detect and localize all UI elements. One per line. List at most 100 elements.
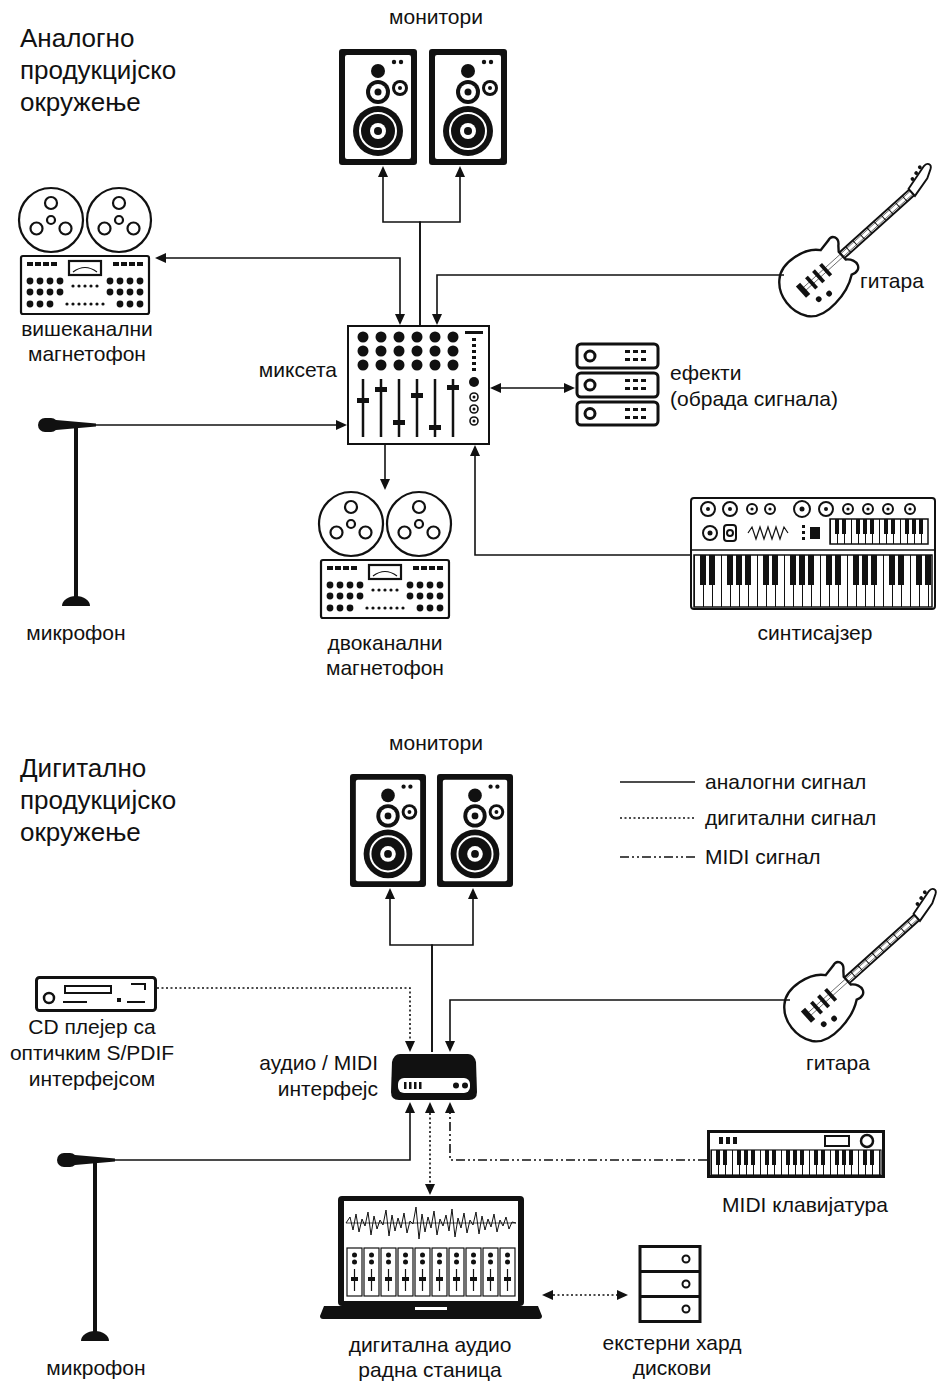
signal-line [390, 899, 432, 1052]
tape-recorder-icon [319, 492, 451, 618]
node-label: гитара [860, 268, 935, 293]
cd-player: CD плејер са оптичким S/PDIF интерфејсом [35, 976, 157, 1012]
midi-keyboard-icon [709, 1132, 884, 1177]
effects-rack-icon [577, 344, 658, 425]
two-track-recorder: двоканални магнетофон [315, 490, 455, 620]
legend-text: MIDI сигнал [705, 844, 935, 869]
legend-sample [620, 817, 695, 819]
label-slot: аналогни сигнал [705, 769, 935, 794]
label-slot: вишеканални магнетофон [2, 316, 172, 366]
speaker-pair: монитори [338, 48, 508, 166]
speaker-icon [429, 49, 507, 165]
connector [542, 1290, 628, 1300]
label-slot: MIDI сигнал [705, 844, 935, 869]
tape-recorder-icon [19, 188, 151, 314]
node-label: (обрада сигнала) [670, 386, 870, 411]
midi-keyboard: MIDI клавијатура [707, 1130, 885, 1178]
legend-text: дигитални сигнал [705, 805, 935, 830]
connector [425, 1102, 435, 1195]
node-label: аудио / MIDI интерфејс [238, 1050, 378, 1102]
label-slot: микрофон [26, 1355, 166, 1380]
label-slot: микрофон [6, 620, 146, 645]
node-label: миксета [225, 357, 337, 382]
signal-line [553, 1294, 617, 1296]
signal-line [437, 275, 784, 314]
arrowhead [395, 314, 405, 325]
synthesizer: синтисајзер [690, 497, 936, 610]
signal-line [450, 1113, 707, 1160]
label-slot: аудио / MIDI интерфејс [238, 1050, 378, 1102]
legend-sample [620, 781, 695, 783]
label-slot: гитара [790, 1050, 886, 1075]
label-slot: дигитална аудио радна станица [335, 1332, 525, 1382]
arrowhead [445, 1041, 455, 1052]
section-heading: Дигитално продукцијско окружење [20, 752, 230, 848]
arrowhead [425, 1184, 435, 1195]
label-slot: двоканални магнетофон [295, 630, 475, 680]
microphone-icon [38, 418, 96, 606]
connector [385, 888, 478, 1052]
node-label: микрофон [6, 620, 146, 645]
signal-line [475, 456, 690, 555]
label-slot: MIDI клавијатура [705, 1192, 905, 1217]
speaker-icon [437, 774, 513, 887]
node-label: MIDI клавијатура [705, 1192, 905, 1217]
arrowhead [378, 166, 388, 177]
node-label: монитори [336, 4, 536, 29]
legend-text: аналогни сигнал [705, 769, 935, 794]
signal-line [157, 988, 410, 1041]
arrowhead [468, 888, 478, 899]
guitar-icon [772, 873, 943, 1052]
label-slot: дигитални сигнал [705, 805, 935, 830]
node-label: монитори [336, 730, 536, 755]
multitrack-recorder: вишеканални магнетофон [15, 186, 155, 316]
node-label: екстерни хард дискови [592, 1330, 752, 1380]
speaker-icon [350, 774, 426, 887]
connector [490, 383, 575, 393]
signal-line [96, 424, 336, 426]
signal-line [115, 1113, 410, 1160]
node-label: микрофон [26, 1355, 166, 1380]
arrowhead [155, 253, 166, 263]
node-label: двоканални магнетофон [295, 630, 475, 680]
guitar: гитара [784, 165, 934, 335]
connector [157, 988, 415, 1052]
arrowhead [564, 383, 575, 393]
node-label: синтисајзер [715, 620, 915, 645]
label-slot: (обрада сигнала) [670, 386, 870, 411]
laptop-daw-icon [320, 1196, 542, 1319]
signal-line [501, 387, 564, 389]
arrowhead [380, 479, 390, 490]
connector [96, 420, 347, 430]
connector [445, 1000, 790, 1052]
label-slot: екстерни хард дискови [592, 1330, 752, 1380]
synthesizer-icon [691, 498, 935, 609]
node-label: CD плејер са оптичким S/PDIF интерфејсом [4, 1014, 180, 1092]
daw-laptop: дигитална аудио радна станица [320, 1195, 542, 1320]
label-slot: монитори [336, 4, 536, 29]
cd-player-icon [37, 978, 156, 1011]
mixer-icon [348, 326, 489, 444]
arrowhead [455, 166, 465, 177]
arrowhead [385, 888, 395, 899]
connector [380, 445, 390, 490]
node-label: дигитална аудио радна станица [335, 1332, 525, 1382]
signal-line [420, 177, 460, 325]
signal-line [384, 445, 386, 479]
node-label: гитара [790, 1050, 886, 1075]
hard-disk-icon [640, 1247, 700, 1322]
section-heading: Аналогно продукцијско окружење [20, 22, 230, 118]
effects-rack: ефекти(обрада сигнала) [575, 342, 660, 427]
external-disks: екстерни хард дискови [628, 1245, 712, 1323]
connector [378, 166, 465, 325]
signal-line [450, 1000, 790, 1041]
label-slot: Аналогно продукцијско окружење [20, 22, 230, 118]
arrowhead [336, 420, 347, 430]
arrowhead [617, 1290, 628, 1300]
microphone: микрофон [36, 412, 96, 608]
label-slot: гитара [860, 268, 935, 293]
microphone: микрофон [55, 1147, 115, 1343]
signal-line [166, 258, 400, 314]
label-slot: монитори [336, 730, 536, 755]
